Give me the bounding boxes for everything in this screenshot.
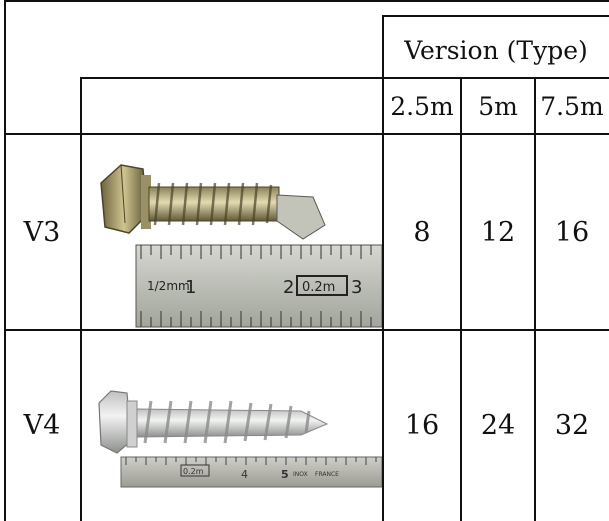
cell-v3-7-5m: 16 xyxy=(554,216,590,248)
v4-screw-photo: 0.2m 4 5 INOX FRANCE xyxy=(81,331,382,520)
cell-v4-7-5m: 32 xyxy=(554,410,590,441)
row-label-v3: V3 xyxy=(23,216,61,248)
v3-ruler-2: 2 xyxy=(283,277,294,298)
v4-ruler-5: 5 xyxy=(281,468,289,481)
column-header-7-5m: 7.5m xyxy=(540,91,604,121)
v3-ruler-1: 1 xyxy=(185,277,196,298)
col-label-divider xyxy=(80,77,82,521)
version-type-header: Version (Type) xyxy=(404,35,588,65)
v4-ruler-4: 4 xyxy=(241,468,248,481)
cell-v3-2-5m: 8 xyxy=(413,216,431,248)
cell-v4-5m: 24 xyxy=(480,410,516,441)
header-subheader-line xyxy=(80,77,609,79)
header-bottom-line xyxy=(4,133,609,135)
v3-ruler-3: 3 xyxy=(351,277,362,298)
table-border-left xyxy=(4,0,6,521)
col-5m-divider xyxy=(460,77,462,521)
cell-v4-2-5m: 16 xyxy=(404,410,440,441)
v4-ruler-brand: INOX xyxy=(293,471,308,478)
row-label-v4: V4 xyxy=(23,410,61,441)
header-group-top-line xyxy=(382,15,609,17)
v4-ruler-country: FRANCE xyxy=(315,471,339,478)
row-divider-line xyxy=(4,329,609,331)
v3-screw-image: 1/2mm 1 2 0.2m 3 xyxy=(100,164,382,328)
v3-ruler-scale-text: 1/2mm xyxy=(147,279,190,293)
column-header-2-5m: 2.5m xyxy=(390,91,454,121)
column-header-5m: 5m xyxy=(478,91,518,121)
col-photo-divider xyxy=(382,15,384,521)
cell-v3-5m: 12 xyxy=(480,216,516,248)
table-border-top xyxy=(4,0,609,2)
v4-screw-image: 0.2m 4 5 INOX FRANCE xyxy=(98,390,382,488)
v3-ruler-box: 0.2m xyxy=(302,280,335,295)
col-7-5m-divider xyxy=(534,77,536,521)
v3-screw-photo: 1/2mm 1 2 0.2m 3 xyxy=(81,135,382,329)
v4-ruler-box: 0.2m xyxy=(183,467,204,476)
